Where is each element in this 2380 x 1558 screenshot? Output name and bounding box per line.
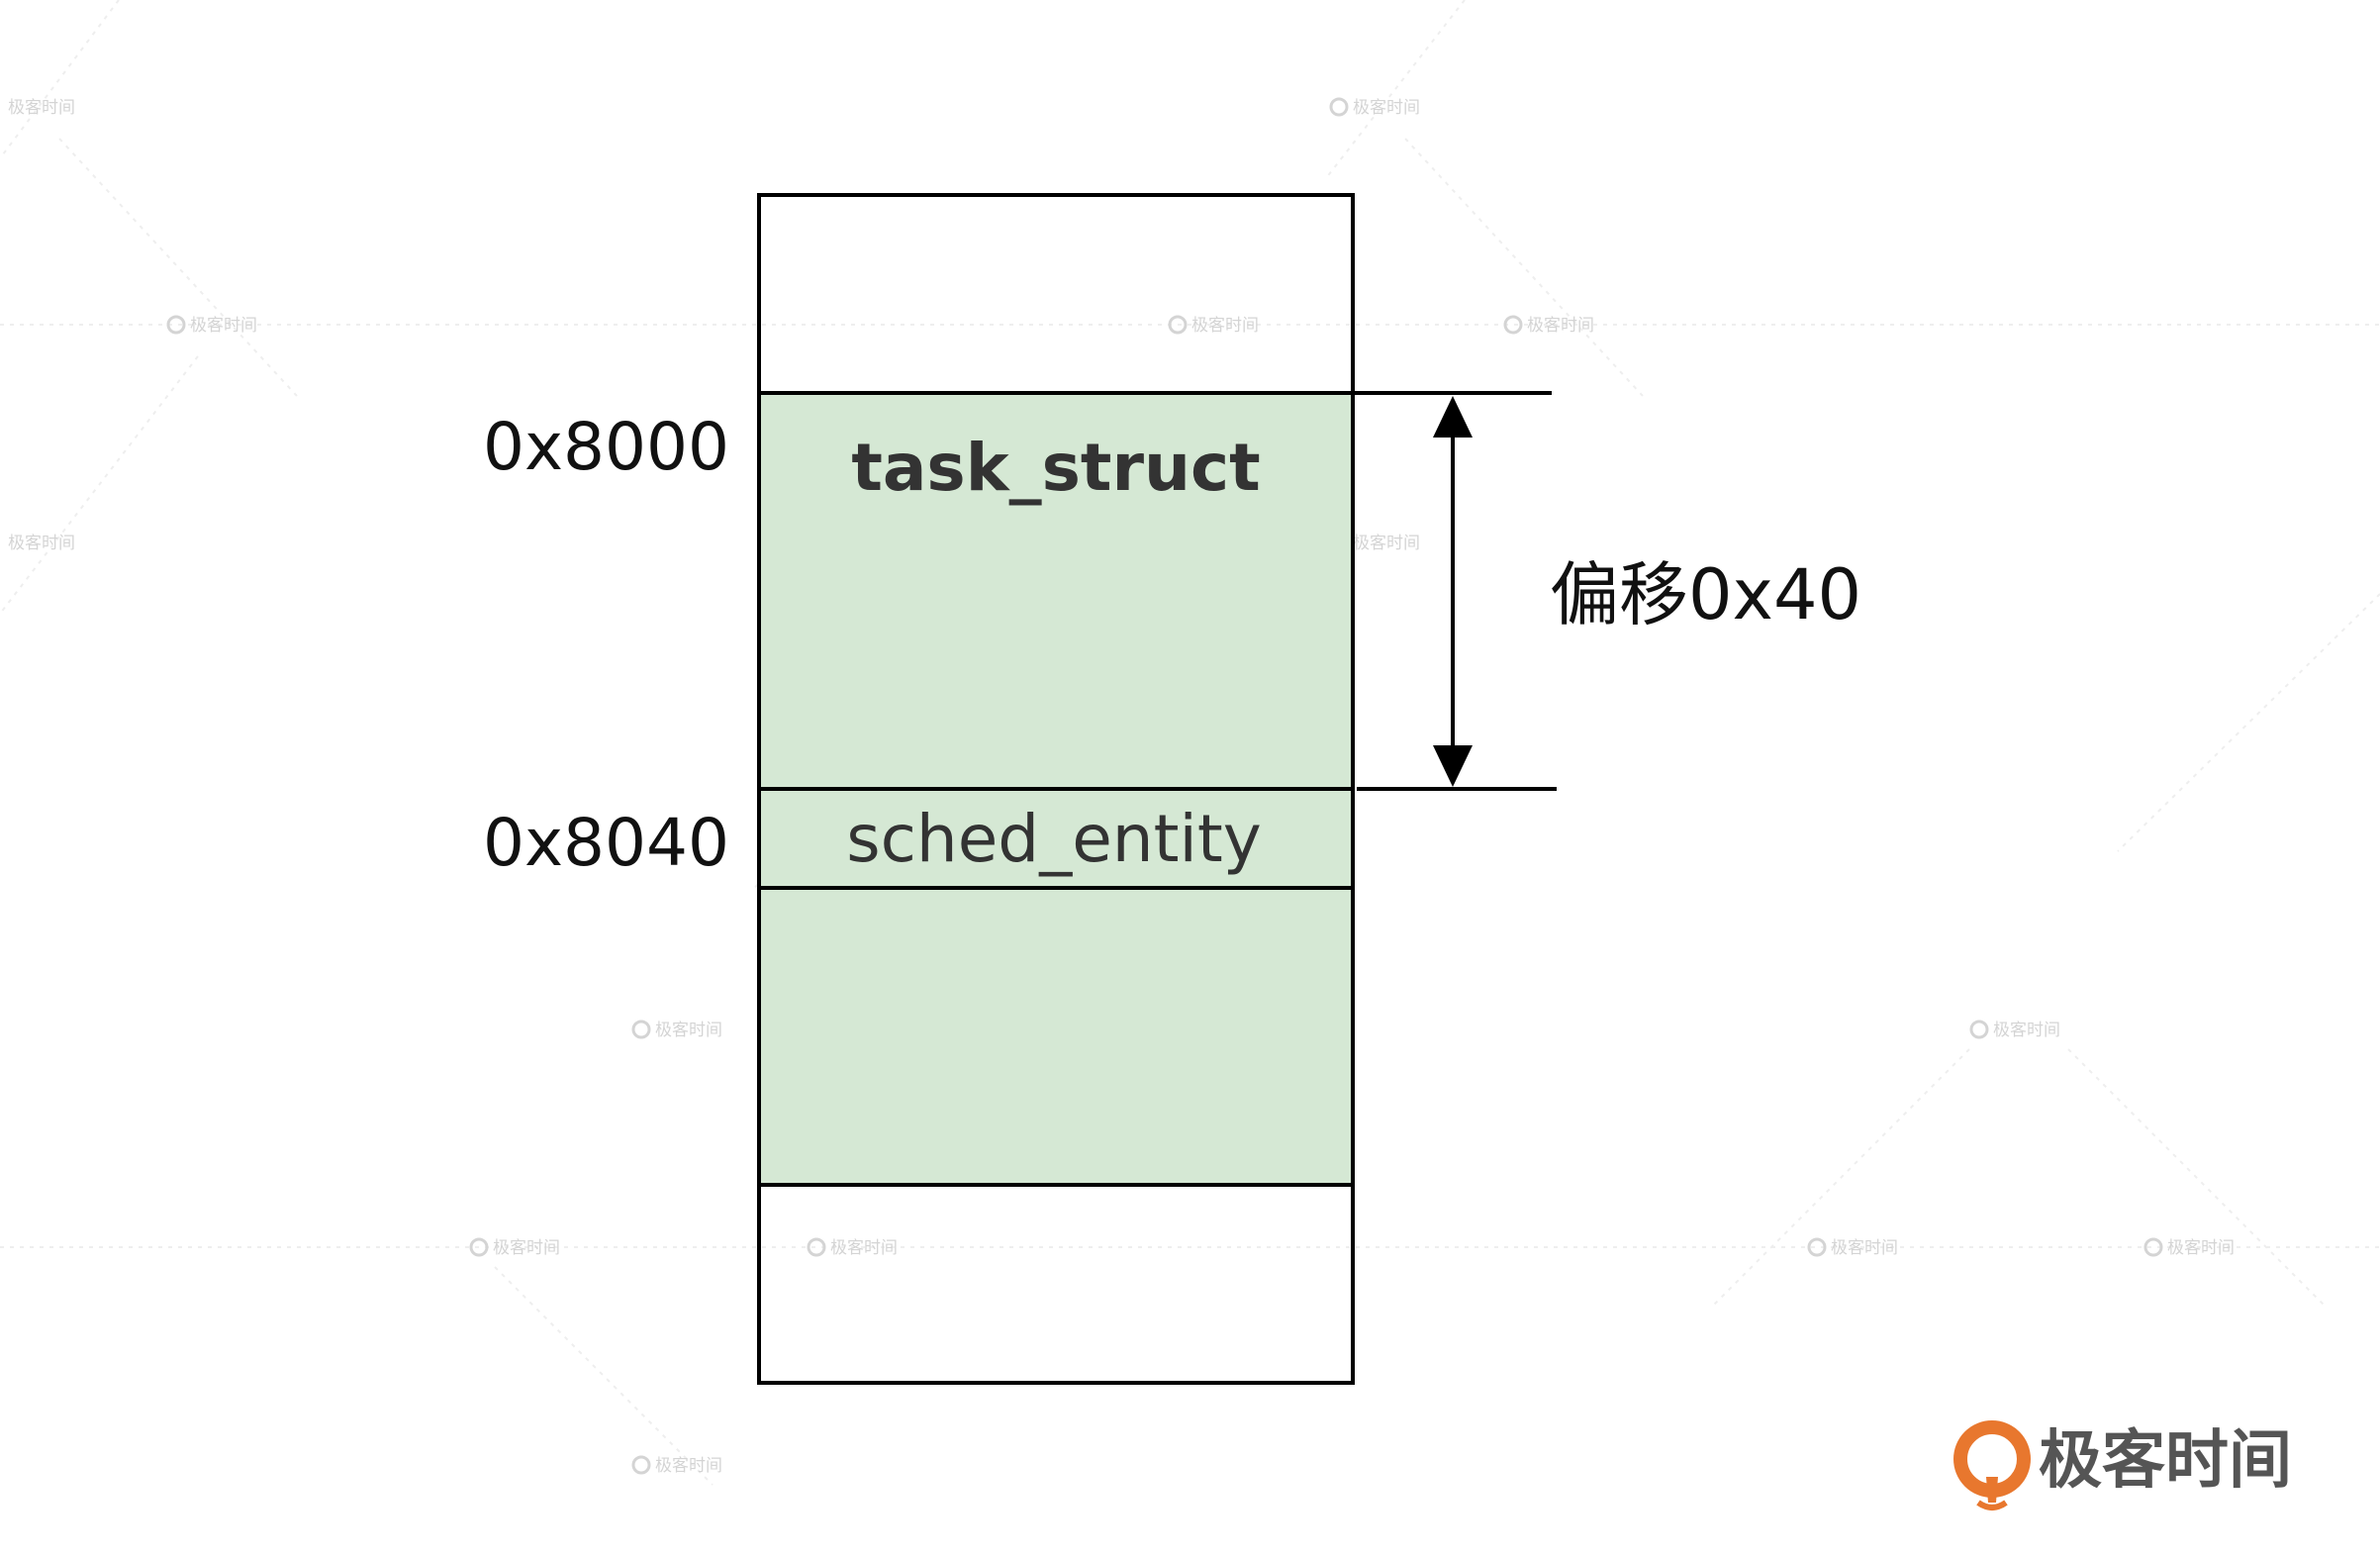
watermark-logos: 极客时间 极客时间 极客时间 极客时间 极客时间 极客时间 极客时间 极客时间 (8, 97, 2235, 1476)
watermark-text: 极客时间 (190, 316, 257, 336)
watermark-text: 极客时间 (655, 1456, 722, 1476)
watermark-text: 极客时间 (1353, 98, 1420, 118)
watermark-text: 极客时间 (830, 1238, 898, 1258)
struct-name-label: task_struct (851, 430, 1260, 506)
memory-block (757, 193, 1355, 1385)
watermark: 极客时间 (1807, 1237, 1898, 1258)
watermark: 极客时间 (8, 534, 75, 553)
watermark: 极客时间 (166, 315, 257, 336)
watermark: 极客时间 (2143, 1237, 2235, 1258)
watermark-text: 极客时间 (1353, 534, 1420, 553)
watermark-text: 极客时间 (8, 98, 75, 118)
brand-logo: 极客时间 (1953, 1420, 2292, 1510)
watermark-text: 极客时间 (1831, 1238, 1898, 1258)
brand-logo-icon (1953, 1420, 2031, 1510)
watermark-text: 极客时间 (1993, 1021, 2060, 1040)
brand-name: 极客时间 (2039, 1424, 2292, 1498)
watermark: 极客时间 (1503, 315, 1594, 336)
field-name-label: sched_entity (846, 801, 1262, 877)
watermark: 极客时间 (1329, 97, 1420, 118)
watermark: 极客时间 (1168, 315, 1259, 336)
arrow-up-icon (1433, 396, 1473, 438)
watermark: 极客时间 (1969, 1020, 2060, 1040)
watermark: 极客时间 (469, 1237, 560, 1258)
watermark-text: 极客时间 (8, 534, 75, 553)
watermark-grid (0, 0, 2380, 1486)
watermark-text: 极客时间 (2167, 1238, 2235, 1258)
watermark-text: 极客时间 (655, 1021, 722, 1040)
address-field-label: 0x8040 (483, 805, 729, 881)
watermark: 极客时间 (8, 98, 75, 118)
watermark: 极客时间 (631, 1020, 722, 1040)
watermark-text: 极客时间 (1527, 316, 1594, 336)
watermark: 极客时间 (631, 1455, 722, 1476)
watermark-text: 极客时间 (1191, 316, 1259, 336)
watermark: 极客时间 (807, 1237, 898, 1258)
offset-dimension (1353, 391, 1557, 791)
offset-label: 偏移0x40 (1550, 554, 1861, 635)
watermark-text: 极客时间 (493, 1238, 560, 1258)
arrow-down-icon (1433, 745, 1473, 787)
address-start-label: 0x8000 (483, 409, 729, 485)
